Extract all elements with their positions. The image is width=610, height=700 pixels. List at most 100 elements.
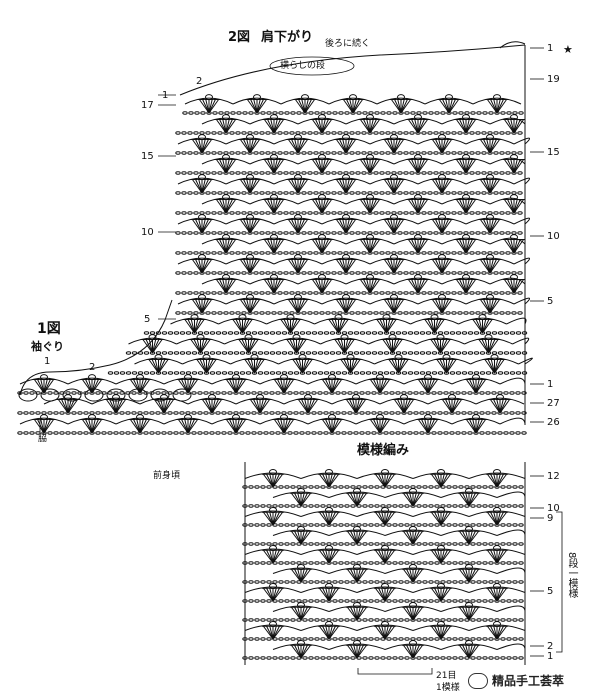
stitch-line xyxy=(339,179,347,194)
chain-stitch xyxy=(506,599,512,603)
front-body-label: 前身頃 xyxy=(153,471,181,481)
chain-stitch xyxy=(506,542,512,546)
chain-arc xyxy=(163,377,213,385)
stitch-line xyxy=(290,319,301,334)
decrease-note-oval xyxy=(269,56,355,76)
chain-stitch xyxy=(505,291,511,295)
chain-stitch xyxy=(331,291,337,295)
chain-stitch xyxy=(431,431,437,435)
stitch-line xyxy=(345,179,357,194)
chain-stitch xyxy=(487,131,493,135)
chain-stitch xyxy=(263,411,269,415)
chain-stitch xyxy=(311,431,317,435)
chain-stitch xyxy=(143,331,150,335)
stitch-line xyxy=(493,99,498,114)
chain-stitch xyxy=(377,391,383,395)
armhole-loop xyxy=(150,388,170,402)
picot-loop xyxy=(465,564,473,571)
chain-stitch xyxy=(221,331,228,335)
stitch-line xyxy=(272,473,283,488)
chain-stitch xyxy=(227,331,234,335)
chain-stitch xyxy=(434,618,440,622)
chain-stitch xyxy=(272,523,278,527)
stitch-line xyxy=(201,299,213,314)
chain-stitch xyxy=(479,431,485,435)
chain-stitch xyxy=(410,580,416,584)
chain-stitch xyxy=(314,561,320,565)
chain-stitch xyxy=(355,171,361,175)
chain-stitch xyxy=(259,151,265,155)
picot-loop xyxy=(198,174,206,181)
chain-arc xyxy=(417,257,467,265)
chain-stitch xyxy=(242,111,248,115)
chain-stitch xyxy=(271,311,277,315)
chain-stitch xyxy=(488,485,494,489)
chain-stitch xyxy=(469,151,475,155)
stitch-line xyxy=(437,626,442,640)
stitch-line xyxy=(414,239,419,254)
stitch-line xyxy=(266,474,274,488)
chain-arc xyxy=(307,417,357,425)
chain-arc xyxy=(115,377,165,385)
chain-stitch xyxy=(368,111,374,115)
chain-stitch xyxy=(131,371,138,375)
picot-loop xyxy=(253,94,261,101)
chain-stitch xyxy=(500,656,506,660)
chain-stitch xyxy=(325,151,331,155)
chain-stitch xyxy=(401,431,407,435)
stitch-line xyxy=(465,531,470,545)
chain-stitch xyxy=(181,251,187,255)
chain-stitch xyxy=(383,371,390,375)
chain-stitch xyxy=(362,599,368,603)
chain-stitch xyxy=(211,211,217,215)
chain-stitch xyxy=(101,431,107,435)
chain-stitch xyxy=(269,411,275,415)
chain-stitch xyxy=(451,151,457,155)
stitch-line xyxy=(331,379,343,394)
chain-stitch xyxy=(248,580,254,584)
chain-stitch xyxy=(185,331,192,335)
chain-stitch xyxy=(337,151,343,155)
stitch-line xyxy=(195,139,203,154)
chain-stitch xyxy=(421,131,427,135)
chain-arc xyxy=(417,177,467,185)
chain-stitch xyxy=(251,351,258,355)
chain-stitch xyxy=(455,351,462,355)
chain-stitch xyxy=(302,542,308,546)
picot-loop xyxy=(232,374,240,381)
picot-loop xyxy=(342,174,350,181)
chain-arc xyxy=(499,417,526,425)
chain-stitch xyxy=(505,131,511,135)
chain-stitch xyxy=(23,431,29,435)
stitch-line xyxy=(298,359,303,374)
chain-arc xyxy=(163,417,213,425)
chain-stitch xyxy=(428,111,434,115)
chain-arc xyxy=(417,217,467,225)
chain-stitch xyxy=(391,211,397,215)
chain-stitch xyxy=(89,431,95,435)
stitch-line xyxy=(272,549,283,564)
chain-stitch xyxy=(419,411,425,415)
chain-stitch xyxy=(439,131,445,135)
chain-stitch xyxy=(211,151,217,155)
stitch-line xyxy=(342,259,347,274)
stitch-line xyxy=(211,399,223,414)
picot-loop xyxy=(484,334,493,341)
chain-stitch xyxy=(173,351,180,355)
chain-stitch xyxy=(482,656,488,660)
chain-stitch xyxy=(221,371,228,375)
stitch-line xyxy=(195,219,203,234)
chain-stitch xyxy=(323,391,329,395)
chain-arc xyxy=(496,567,526,574)
chain-stitch xyxy=(101,391,107,395)
stitch-line xyxy=(363,279,371,294)
chain-stitch xyxy=(301,151,307,155)
chain-arc xyxy=(379,397,429,405)
chain-stitch xyxy=(349,211,355,215)
pattern-title: 模様編み xyxy=(357,443,410,458)
chain-arc xyxy=(513,137,531,145)
chain-stitch xyxy=(205,171,211,175)
stitch-line xyxy=(259,399,271,414)
chain-arc xyxy=(249,237,299,245)
chain-stitch xyxy=(386,656,392,660)
